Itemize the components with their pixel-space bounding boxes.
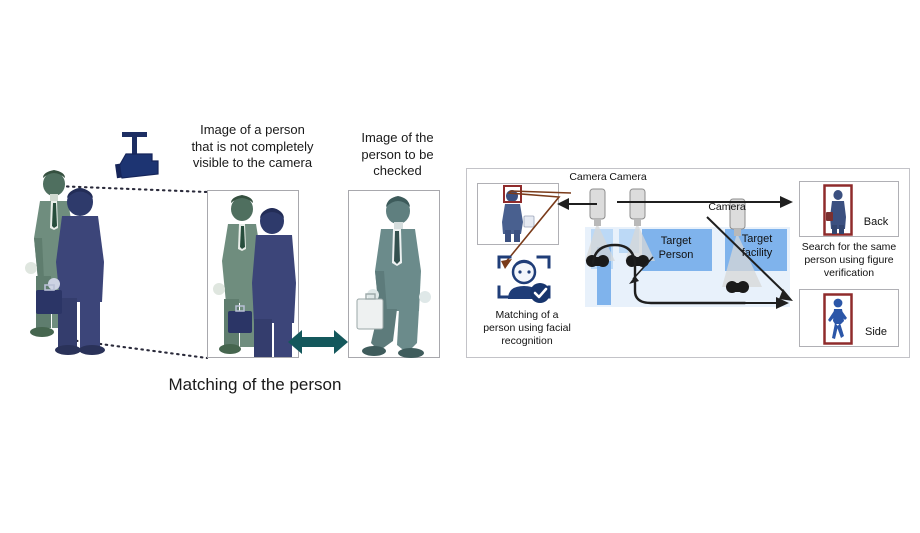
figure-verification-caption: Search for the same person using figure … xyxy=(793,241,905,280)
target-person-label: Target Person xyxy=(647,235,705,263)
person-matching-panel: Image of a person that is not completely… xyxy=(25,122,450,394)
camera-label-1: Camera xyxy=(569,171,607,183)
path-exit-arrow xyxy=(737,297,789,309)
caption-line: Image of the xyxy=(361,130,434,145)
surveillance-flow-panel: Matching of a person using facial recogn… xyxy=(466,168,910,358)
caption-line: person using figure xyxy=(804,254,894,267)
face-recognition-icon xyxy=(497,255,551,303)
caption-line: person using facial xyxy=(483,322,571,335)
cctv-camera-icon xyxy=(115,132,159,179)
caption-line: Image of a person xyxy=(200,122,305,137)
caption-line: Target xyxy=(741,233,773,245)
caption-line: Target xyxy=(660,235,692,247)
camera-label-2: Camera xyxy=(609,171,647,183)
caption-line: that is not completely xyxy=(191,138,314,154)
caption-line: person to be xyxy=(361,146,434,162)
checked-image-frame xyxy=(348,190,440,358)
target-facility-label: Target facility xyxy=(729,233,785,261)
side-view-pictogram xyxy=(823,293,853,345)
target-person-room xyxy=(642,229,712,271)
caption-line: recognition xyxy=(501,335,553,348)
occluded-crop-figure xyxy=(213,195,296,357)
scene-two-people xyxy=(25,170,105,355)
occluding-person-figure xyxy=(48,188,105,355)
result-label-back: Back xyxy=(863,216,889,228)
target-person-pointer xyxy=(629,256,654,284)
result-box-side: Side xyxy=(799,289,899,347)
occluded-image-frame xyxy=(207,190,299,358)
result-box-back: Back xyxy=(799,181,899,237)
checked-person-figure xyxy=(356,196,431,358)
camera-to-thumbnail-arrow xyxy=(557,198,597,210)
caption-line: Search for the same xyxy=(801,241,897,253)
caption-line: verification xyxy=(823,267,875,280)
occluded-image-caption: Image of a person that is not completely… xyxy=(170,122,335,172)
double-headed-arrow xyxy=(288,330,348,354)
camera-label-3: Camera xyxy=(708,201,746,213)
caption-line: checked xyxy=(373,163,422,179)
matching-caption: Matching of the person xyxy=(168,375,342,394)
caption-line: Matching of a xyxy=(495,309,559,321)
camera-to-back-result-arrow xyxy=(617,196,793,208)
check-circle-icon xyxy=(530,283,550,303)
facial-recognition-caption: Matching of a person using facial recogn… xyxy=(469,309,585,348)
result-label-side: Side xyxy=(864,326,888,338)
checked-image-caption: Image of the person to be checked xyxy=(345,130,450,180)
back-view-pictogram xyxy=(823,184,853,236)
camera-to-side-result-arrow xyxy=(706,216,793,301)
briefcase-icon xyxy=(36,284,62,314)
thumbnail-to-faceid-arrow xyxy=(501,190,572,269)
camera-group xyxy=(585,188,762,293)
caption-line: visible to the camera xyxy=(192,155,313,171)
caption-line: Person xyxy=(658,248,694,261)
caption-line: facility xyxy=(741,246,773,259)
target-person-path xyxy=(591,243,747,305)
